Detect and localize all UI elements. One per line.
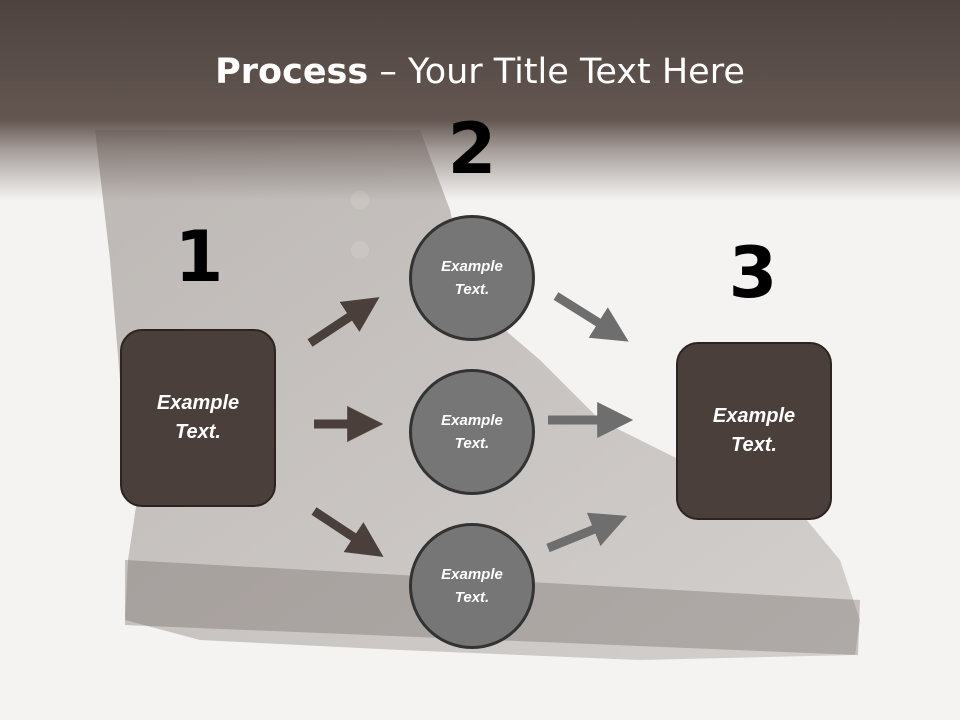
circle-1-line2: Text. bbox=[454, 281, 490, 298]
header-band bbox=[0, 0, 960, 200]
circle-3-line2: Text. bbox=[454, 589, 490, 606]
step-1-box: Example Text. bbox=[120, 329, 276, 507]
step-3-text-line1: Example bbox=[712, 405, 796, 427]
circle-2-line1: Example bbox=[441, 412, 503, 429]
step-number-2: 2 bbox=[447, 108, 497, 190]
step-3-box: Example Text. bbox=[676, 342, 832, 520]
circle-2-line2: Text. bbox=[454, 435, 490, 452]
arrow-2a-to-3 bbox=[553, 292, 629, 342]
slide-title: Process – Your Title Text Here bbox=[0, 52, 960, 92]
step-3-text-line2: Text. bbox=[731, 434, 777, 456]
circle-1-line1: Example bbox=[441, 258, 503, 275]
title-rest: – Your Title Text Here bbox=[368, 52, 745, 92]
step-number-3: 3 bbox=[728, 232, 778, 314]
step-2-circle-1: Example Text. bbox=[409, 215, 535, 341]
circle-3-line1: Example bbox=[441, 566, 503, 583]
arrow-1-to-2a bbox=[307, 297, 380, 347]
step-2-circle-2: Example Text. bbox=[409, 369, 535, 495]
step-1-text-line2: Text. bbox=[175, 421, 221, 443]
title-bold: Process bbox=[215, 52, 369, 92]
arrow-1-to-2c bbox=[311, 507, 384, 557]
arrow-2c-to-3 bbox=[546, 512, 628, 553]
step-1-text-line1: Example bbox=[156, 392, 240, 414]
step-number-1: 1 bbox=[174, 216, 224, 298]
step-2-circle-3: Example Text. bbox=[409, 523, 535, 649]
